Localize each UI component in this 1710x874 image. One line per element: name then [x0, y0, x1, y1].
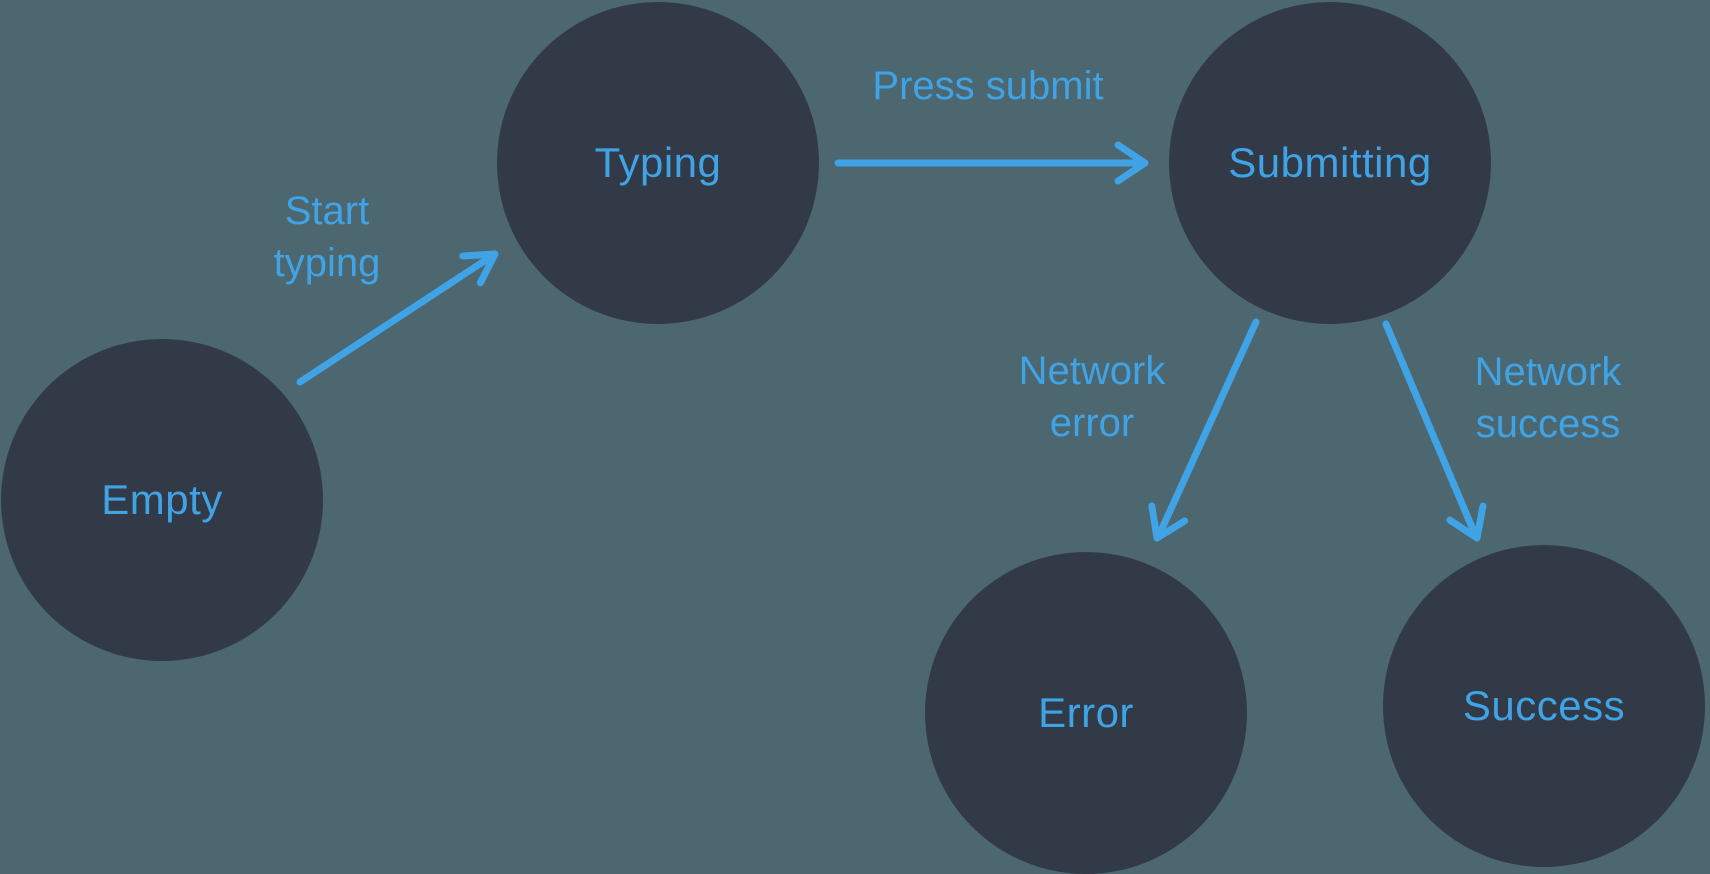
state-label-success: Success [1462, 682, 1626, 729]
state-node-error: Error [925, 552, 1247, 874]
state-node-typing: Typing [497, 2, 819, 324]
state-label-empty: Empty [101, 476, 223, 523]
edge-label-network-success: Network success [1474, 350, 1622, 446]
state-node-empty: Empty [1, 339, 323, 661]
edge-label-press-submit: Press submit [872, 64, 1104, 108]
state-label-error: Error [1038, 689, 1134, 736]
state-node-success: Success [1383, 545, 1705, 867]
arrow-start-typing [296, 250, 499, 386]
arrow-network-success [1382, 320, 1487, 542]
arrow-network-error [1148, 318, 1260, 542]
state-label-typing: Typing [594, 139, 722, 186]
edge-label-network-error: Network error [1018, 349, 1166, 445]
state-label-submitting: Submitting [1228, 139, 1432, 186]
arrow-press-submit [834, 141, 1149, 185]
edge-label-start-typing: Start typing [273, 189, 381, 285]
state-node-submitting: Submitting [1169, 2, 1491, 324]
